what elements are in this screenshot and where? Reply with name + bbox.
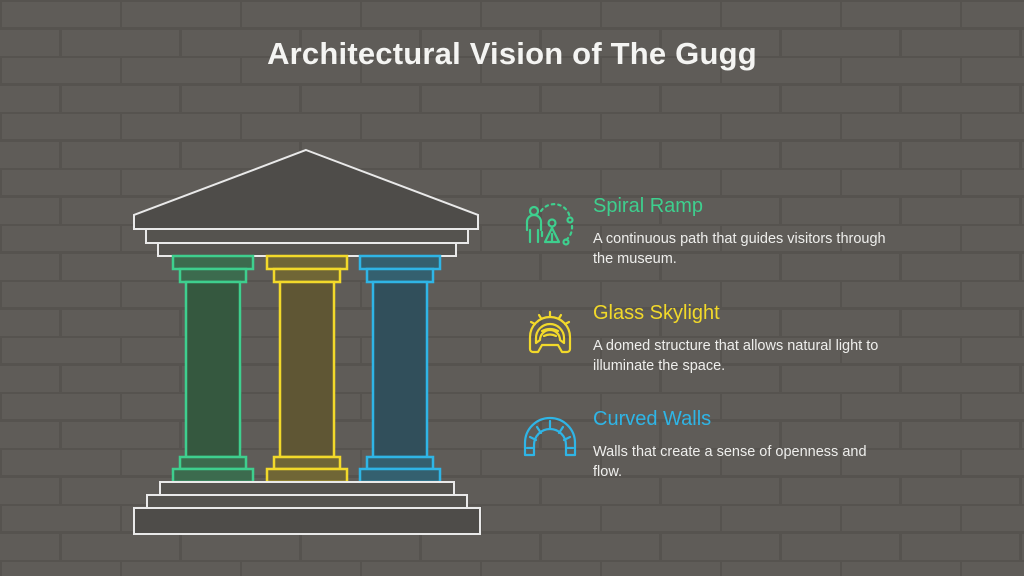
temple-entablature-bottom	[157, 242, 457, 257]
temple-step-middle	[146, 494, 468, 509]
temple-roof	[133, 148, 479, 230]
dome-skylight-icon	[528, 310, 572, 354]
column-green	[171, 254, 255, 484]
column-blue	[358, 254, 442, 484]
temple-step-bottom	[133, 507, 481, 535]
page-title: Architectural Vision of The Gugg	[267, 36, 757, 71]
feature-title: Glass Skylight	[593, 302, 720, 324]
feature-description: A continuous path that guides visitors t…	[593, 231, 886, 267]
feature-title: Spiral Ramp	[593, 195, 704, 217]
feature-description: A domed structure that allows natural li…	[593, 338, 879, 374]
temple-step-top	[159, 481, 455, 496]
visitors-ramp-icon	[525, 203, 574, 246]
column-yellow	[265, 254, 349, 484]
feature-title: Curved Walls	[593, 408, 712, 430]
temple-entablature-top	[145, 228, 469, 244]
feature-description: Walls that create a sense of openness an…	[593, 444, 867, 480]
arch-walls-icon	[523, 416, 577, 457]
